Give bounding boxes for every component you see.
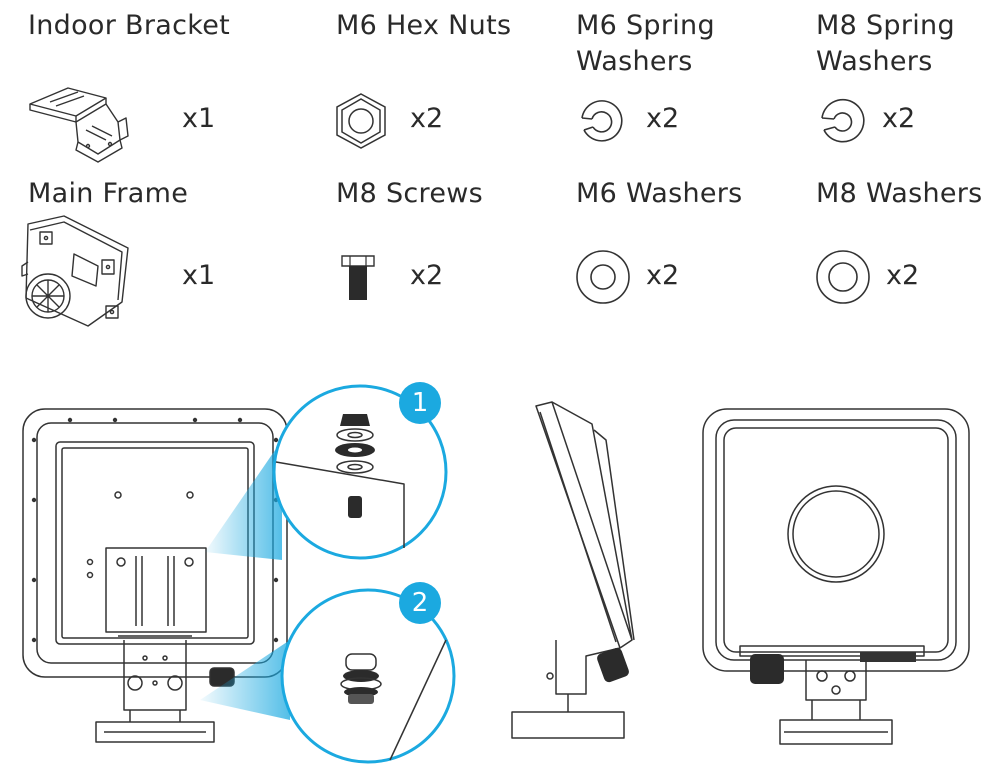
main-frame-icon — [18, 214, 136, 330]
device-front-view — [702, 408, 970, 745]
qty-main-frame: x1 — [182, 260, 216, 291]
callout-number-1: 1 — [411, 388, 429, 418]
washer-icon — [814, 248, 872, 306]
device-back-view — [22, 408, 288, 743]
callout-badge-2 — [399, 582, 441, 624]
spring-washer-icon — [814, 96, 870, 148]
callout-circle-2 — [280, 588, 456, 764]
spring-washer-icon — [574, 96, 628, 148]
qty-m6-spring-washers: x2 — [646, 103, 680, 134]
qty-m8-washers: x2 — [886, 260, 920, 291]
part-label-m6-spring-washers: M6 Spring Washers — [576, 10, 715, 77]
part-label-indoor-bracket: Indoor Bracket — [28, 10, 231, 41]
qty-m8-spring-washers: x2 — [882, 103, 916, 134]
part-label-m6-washers: M6 Washers — [576, 178, 743, 209]
part-label-m8-spring-washers: M8 Spring Washers — [816, 10, 955, 77]
qty-m8-screws: x2 — [410, 260, 444, 291]
callout-badge-1 — [399, 382, 441, 424]
qty-m6-hex-nuts: x2 — [410, 103, 444, 134]
callout-circle-1 — [272, 384, 448, 560]
qty-m6-washers: x2 — [646, 260, 680, 291]
part-label-m6-hex-nuts: M6 Hex Nuts — [336, 10, 512, 41]
part-label-main-frame: Main Frame — [28, 178, 189, 209]
screw-icon — [340, 252, 376, 302]
washer-icon — [574, 248, 632, 306]
device-side-view — [511, 401, 635, 739]
part-label-m8-washers: M8 Washers — [816, 178, 983, 209]
part-label-m8-screws: M8 Screws — [336, 178, 484, 209]
hex-nut-icon — [332, 92, 390, 150]
callout-number-2: 2 — [411, 588, 429, 618]
qty-indoor-bracket: x1 — [182, 103, 216, 134]
indoor-bracket-icon — [20, 84, 140, 164]
assembly-diagram — [0, 370, 1003, 781]
